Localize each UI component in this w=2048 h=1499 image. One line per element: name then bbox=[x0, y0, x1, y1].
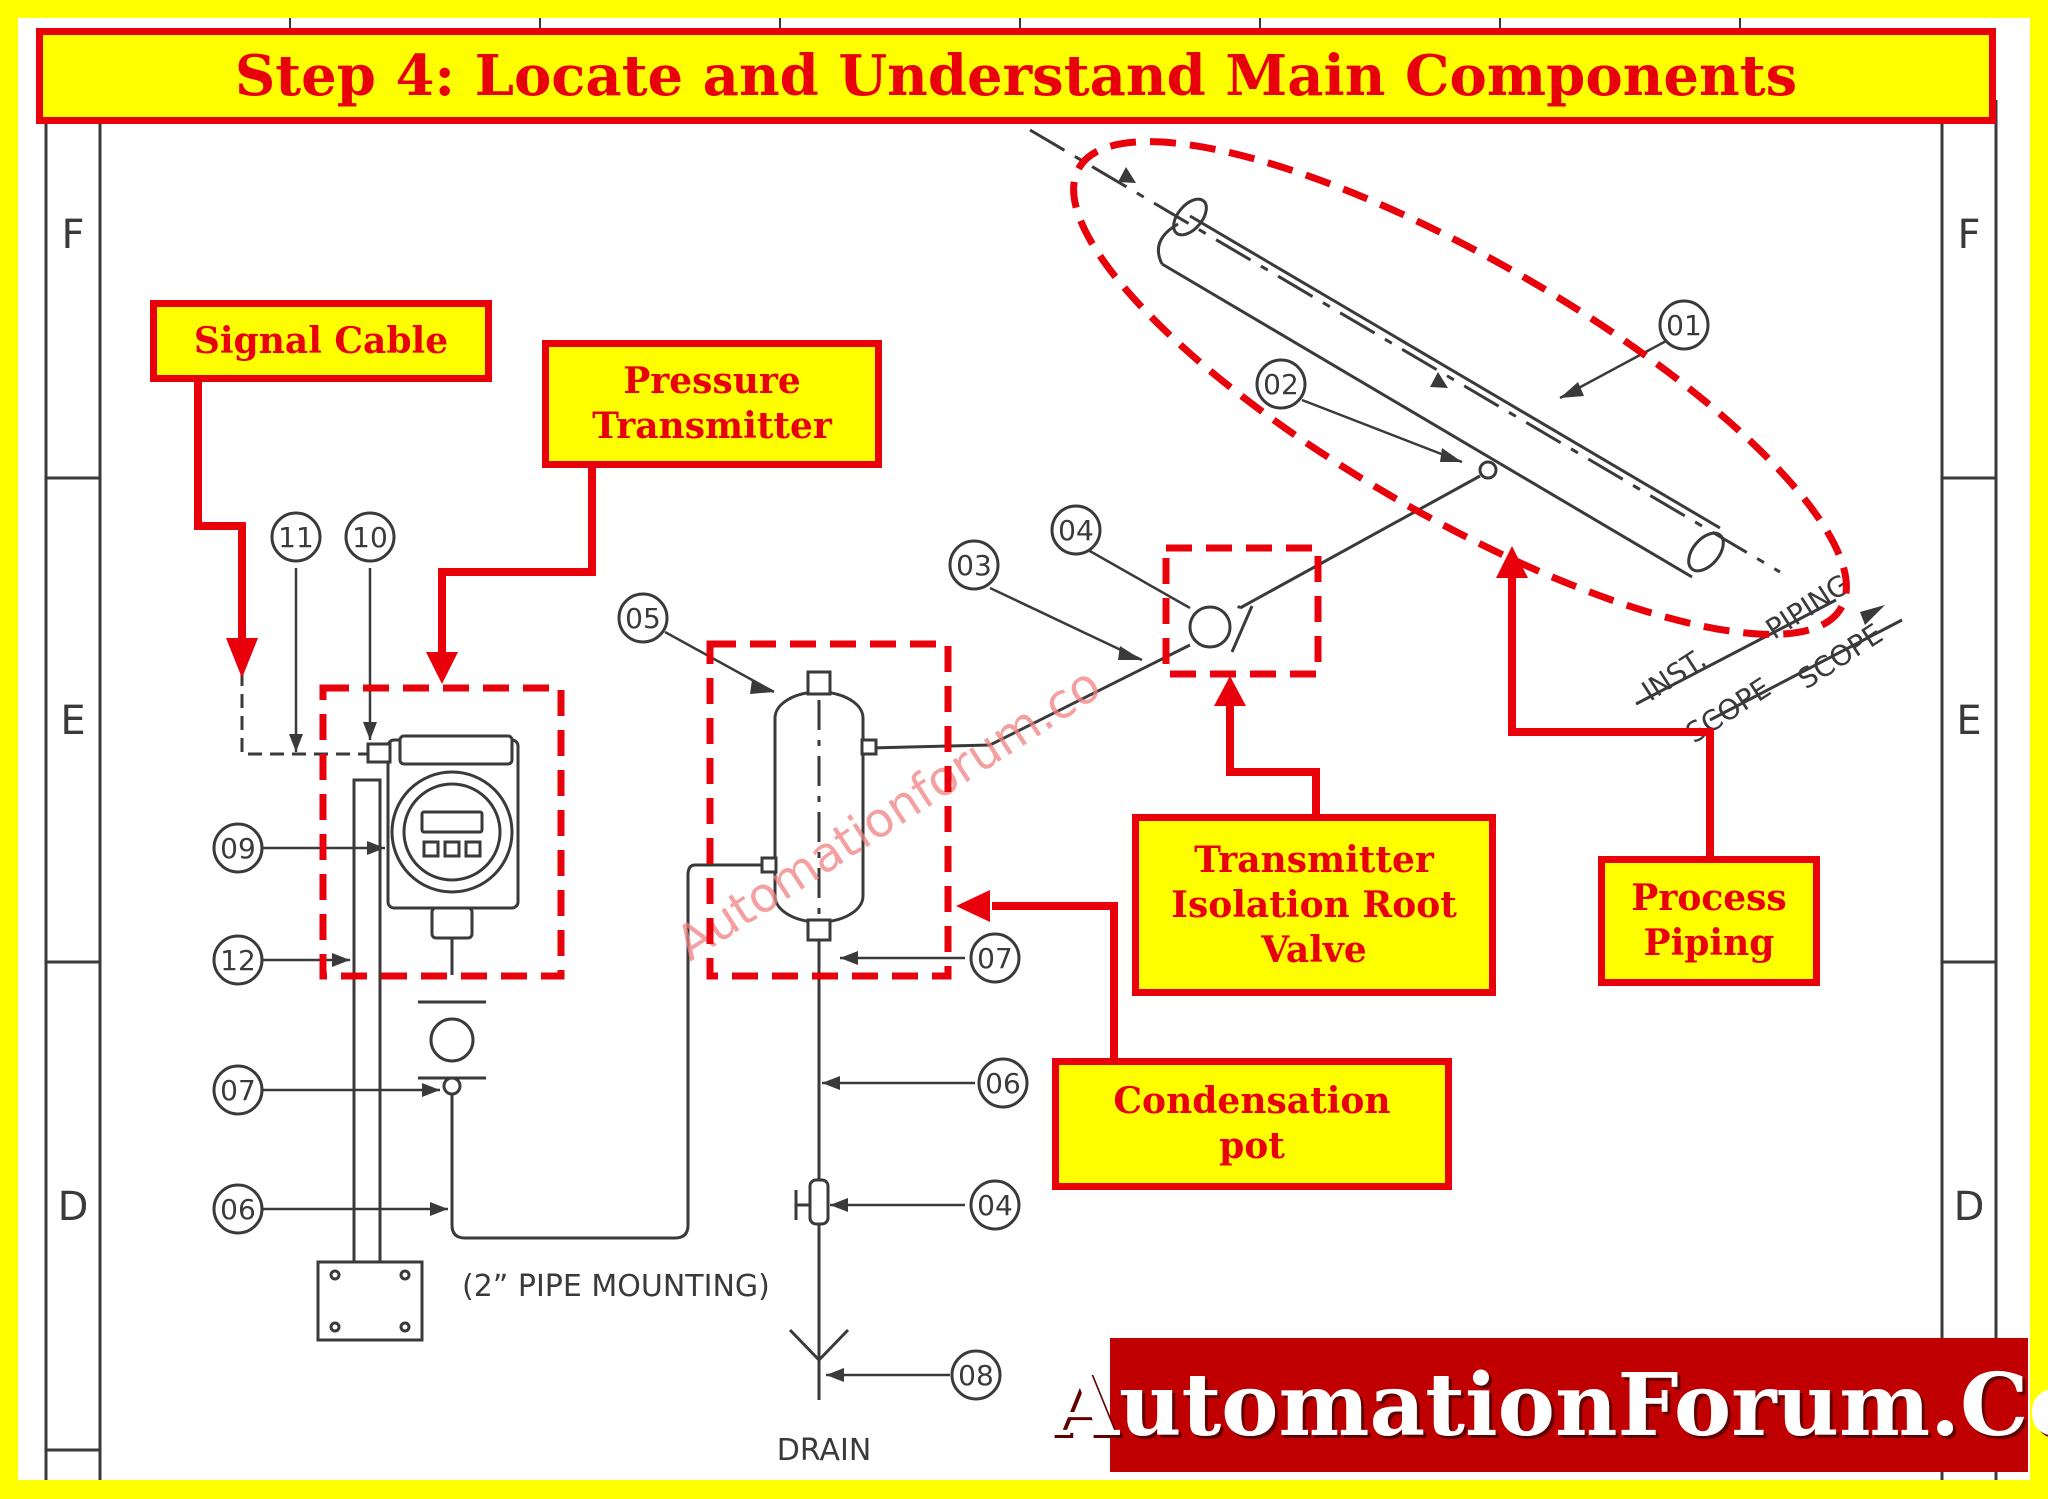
brand-logo-banner: AutomationForum.Co bbox=[1052, 1338, 2048, 1472]
leader-lines bbox=[262, 338, 1669, 1377]
isolation-root-valve-callout: Transmitter Isolation Root Valve bbox=[1132, 814, 1496, 996]
zone-label-right-f: F bbox=[1957, 212, 1980, 258]
zone-label-left-d: D bbox=[58, 1184, 89, 1230]
item-number-07-transmitter: 07 bbox=[220, 1074, 256, 1107]
zone-label-right-d: D bbox=[1954, 1184, 1985, 1230]
page-title: Step 4: Locate and Understand Main Compo… bbox=[36, 28, 1996, 124]
item-number-06-drain: 06 bbox=[985, 1067, 1021, 1100]
impulse-line-upper bbox=[1236, 460, 1498, 610]
process-piping-callout: Process Piping bbox=[1598, 856, 1820, 986]
signal-cable-callout: Signal Cable bbox=[150, 300, 492, 382]
callout-connectors bbox=[194, 382, 1714, 1058]
item-number-11: 11 bbox=[278, 521, 314, 554]
item-number-05: 05 bbox=[625, 602, 661, 635]
left-zone-border bbox=[44, 100, 102, 1480]
leader-arrowheads bbox=[289, 382, 1584, 1382]
pressure-transmitter-body bbox=[366, 734, 520, 1096]
item-number-03: 03 bbox=[956, 549, 992, 582]
process-pipe bbox=[1029, 128, 1781, 579]
right-zone-border bbox=[1940, 100, 1998, 1480]
callout-arrowheads bbox=[226, 546, 1528, 922]
item-number-07-pot: 07 bbox=[977, 942, 1013, 975]
item-number-01: 01 bbox=[1666, 309, 1702, 342]
item-number-12: 12 bbox=[220, 944, 256, 977]
item-number-09: 09 bbox=[220, 832, 256, 865]
condensation-pot bbox=[760, 670, 878, 942]
drain-label: DRAIN bbox=[777, 1433, 872, 1468]
transmitter-highlight-box bbox=[319, 684, 565, 980]
scope-divider bbox=[1635, 598, 1903, 722]
zone-label-left-e: E bbox=[60, 698, 85, 744]
impulse-line-lower bbox=[450, 863, 762, 1240]
root-valve-highlight-box bbox=[1162, 544, 1322, 678]
pressure-transmitter-callout: Pressure Transmitter bbox=[542, 340, 882, 468]
condensation-pot-highlight-box bbox=[706, 640, 952, 980]
pipe-mounting-label: (2” PIPE MOUNTING) bbox=[462, 1269, 770, 1304]
process-piping-highlight-ellipse bbox=[1070, 138, 1850, 638]
highlight-boxes bbox=[319, 138, 1850, 980]
zone-label-left-f: F bbox=[61, 212, 84, 258]
item-number-04-drain: 04 bbox=[977, 1189, 1013, 1222]
item-balloons bbox=[212, 299, 1710, 1401]
item-number-06-transmitter: 06 bbox=[220, 1193, 256, 1226]
zone-label-right-e: E bbox=[1956, 698, 1981, 744]
root-valve-symbol bbox=[869, 605, 1254, 750]
condensation-pot-callout: Condensation pot bbox=[1052, 1058, 1452, 1190]
pipe-stand bbox=[316, 778, 424, 1342]
item-number-10: 10 bbox=[352, 521, 388, 554]
item-number-08: 08 bbox=[958, 1359, 994, 1392]
item-number-02: 02 bbox=[1263, 368, 1299, 401]
drain-line bbox=[788, 940, 850, 1400]
item-number-04-valve: 04 bbox=[1058, 514, 1094, 547]
